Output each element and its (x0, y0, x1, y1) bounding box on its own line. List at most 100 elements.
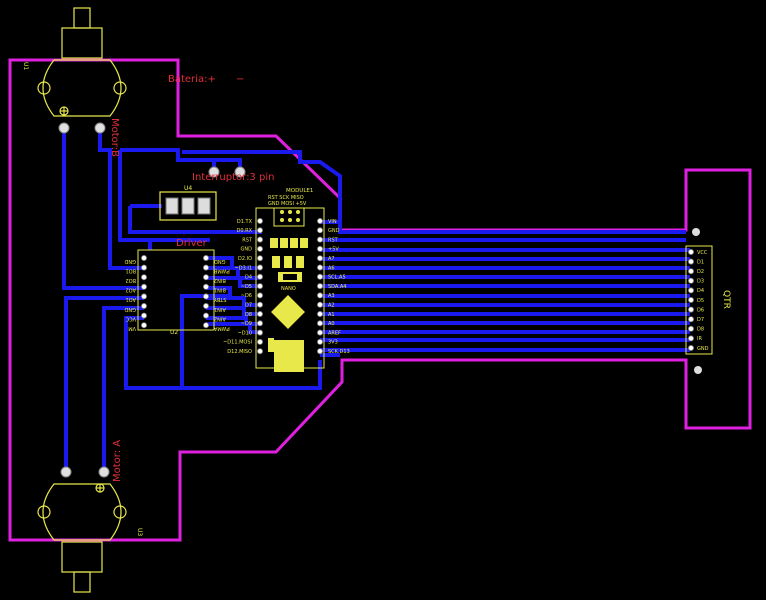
pin-label: GND (214, 258, 226, 264)
pin-pad (202, 312, 209, 319)
switch-pad-1 (208, 166, 220, 178)
label-bateria-minus: − (236, 74, 244, 85)
pin-label: VCC (125, 315, 136, 321)
pin-pad (316, 227, 323, 234)
pin-pad (316, 236, 323, 243)
pin-label: AO1 (126, 296, 136, 302)
pin-pad (202, 293, 209, 300)
pin-pad (202, 274, 209, 281)
label-nano: NANO (281, 286, 296, 292)
pin-label: VM (128, 325, 136, 331)
pin-pad (688, 306, 695, 313)
pin-pad (202, 283, 209, 290)
pin-pad (140, 264, 147, 271)
pin-label: A0 (328, 321, 335, 327)
pin-pad (688, 248, 695, 255)
pin-label: D12.MISO (227, 349, 252, 355)
pin-label: AIN1 (214, 306, 226, 312)
pin-pad (316, 245, 323, 252)
motor-b-pad-1 (58, 122, 70, 134)
motor-a (37, 483, 127, 593)
pin-label: SDA.A4 (328, 284, 346, 290)
pin-label: GND (124, 258, 136, 264)
pin-pad (140, 274, 147, 281)
pin-pad (256, 329, 263, 336)
pin-pad (140, 293, 147, 300)
pin-pad (256, 255, 263, 262)
pin-label: VIN (328, 219, 337, 225)
pin-pad (316, 320, 323, 327)
pin-pad (316, 292, 323, 299)
label-interruptor: Interruptor:3 pin (192, 172, 274, 183)
nano-left-pins: D1.TXD0.RXRSTGNDD2.IO~D3.I1D4~D5~D6D7D8~… (223, 217, 263, 355)
pin-label: AREF (328, 330, 341, 336)
pin-label: ~D6 (241, 293, 252, 299)
label-motor-b: Motor:B (109, 118, 120, 157)
pin-label: D4 (245, 275, 252, 281)
pin-label: A6 (328, 265, 335, 271)
pin-pad (140, 254, 147, 261)
pin-pad (688, 344, 695, 351)
pin-label: BO1 (126, 267, 136, 273)
pin-pad (256, 320, 263, 327)
pin-label: A7 (328, 256, 335, 262)
pin-label: A3 (328, 293, 335, 299)
pin-pad (256, 264, 263, 271)
pin-label: GND (241, 247, 253, 253)
label-u2: U2 (170, 329, 178, 336)
pin-pad (256, 236, 263, 243)
pin-label: PWMB (213, 267, 229, 273)
pin-label: SCL.A5 (328, 275, 346, 281)
pin-pad (202, 322, 209, 329)
pin-label: STBY (213, 296, 226, 302)
pin-pad (688, 325, 695, 332)
label-driver: Driver (176, 238, 208, 249)
motor-b (37, 7, 127, 117)
label-u3: U3 (136, 528, 143, 536)
label-module1: MODULE1 (286, 188, 313, 194)
pin-label: D1 (697, 259, 704, 265)
label-qtr: QTR (721, 290, 731, 309)
switch-u4 (159, 191, 217, 221)
pin-pad (256, 273, 263, 280)
pin-pad (688, 287, 695, 294)
qtr-sensor (685, 228, 713, 374)
label-u1: U1 (22, 62, 29, 70)
label-motor-a: Motor: A (112, 440, 123, 482)
pin-pad (316, 301, 323, 308)
pin-pad (256, 245, 263, 252)
pin-pad (688, 335, 695, 342)
pin-pad (256, 338, 263, 345)
pin-pad (256, 227, 263, 234)
pin-pad (316, 310, 323, 317)
pin-label: +5V (328, 247, 339, 253)
pin-label: BO2 (126, 277, 136, 283)
label-icsp-bottom: GND MOSI +5V (268, 201, 307, 207)
pin-pad (140, 322, 147, 329)
pin-pad (140, 302, 147, 309)
pin-label: ~D9 (241, 321, 252, 327)
pin-label: D7 (697, 317, 704, 323)
pin-label: SCK.D13 (328, 349, 350, 355)
driver-module (137, 249, 215, 331)
pin-pad (316, 338, 323, 345)
pin-pad (256, 348, 263, 355)
label-u4: U4 (184, 185, 192, 192)
pin-label: AIN2 (214, 315, 226, 321)
pin-label: A1 (328, 312, 335, 318)
pin-label: D0.RX (236, 228, 252, 234)
pin-label: RST (242, 237, 253, 243)
pin-label: D2.IO (238, 256, 252, 262)
pin-label: ~D3.I1 (235, 265, 252, 271)
pin-label: D7 (245, 303, 252, 309)
pin-pad (140, 283, 147, 290)
pin-pad (688, 316, 695, 323)
pin-label: D8 (245, 312, 252, 318)
board-outline (8, 58, 752, 542)
motor-a-pad-1 (60, 466, 72, 478)
motor-b-pad-2 (94, 122, 106, 134)
